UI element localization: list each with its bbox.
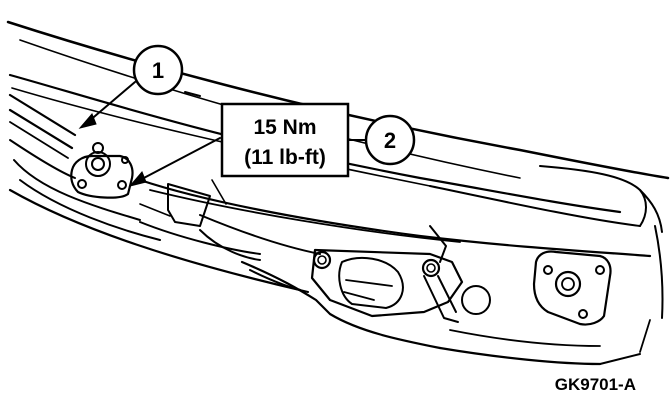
callout-2-leader: [128, 137, 367, 187]
cowl-side-edge: [639, 189, 664, 353]
callout-1-leader: [78, 81, 136, 129]
callout-1-label: 1: [152, 58, 164, 83]
callout-2: 2: [364, 114, 416, 166]
callout-1: 1: [132, 44, 184, 96]
lower-cowl-rail: [8, 188, 641, 366]
torque-spec-imperial: (11 lb-ft): [244, 146, 326, 169]
callout-2-label: 2: [384, 128, 396, 153]
left-pivot-bracket: [70, 142, 134, 199]
wiper-linkage-rods: [8, 93, 161, 241]
wiper-motor-assembly: [310, 248, 491, 323]
figure-id: GK9701-A: [555, 375, 636, 394]
torque-spec-box: 15 Nm (11 lb-ft): [220, 102, 350, 178]
cowl-body-panel: [138, 178, 652, 263]
torque-spec-metric: 15 Nm: [253, 116, 316, 139]
right-pivot-bracket: [532, 250, 612, 326]
